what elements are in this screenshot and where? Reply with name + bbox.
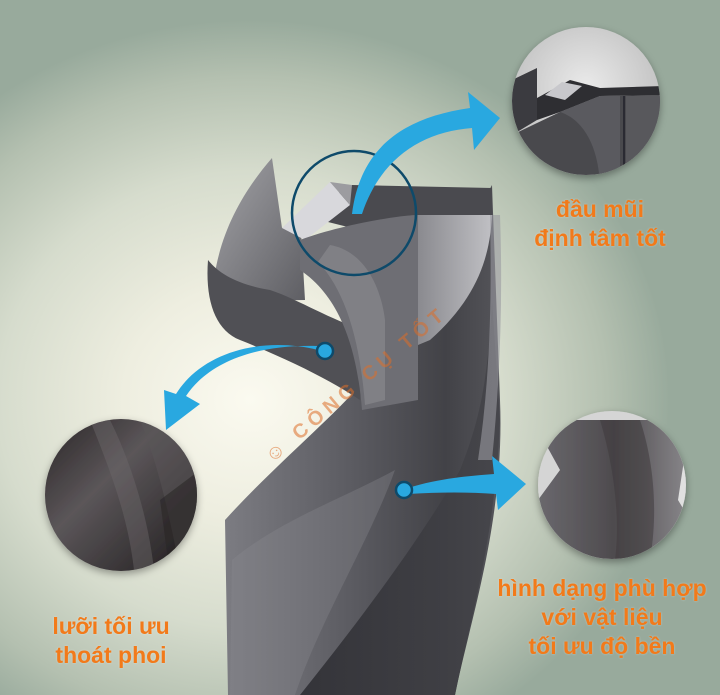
drill-body	[207, 158, 502, 695]
callout-line: hình dạng phù hợp	[497, 575, 707, 601]
callout-label-tip: đầu mũi định tâm tốt	[530, 195, 670, 253]
inset-body-closeup	[538, 411, 686, 559]
callout-line: với vật liệu	[541, 604, 663, 630]
inset-tip-closeup	[512, 27, 660, 175]
highlight-ring	[290, 149, 418, 277]
callout-line: lưỡi tối ưu	[52, 613, 170, 639]
marker-edge	[315, 341, 335, 361]
inset-flute-closeup	[45, 419, 197, 571]
callout-line: đầu mũi	[555, 196, 645, 222]
callout-line: tối ưu độ bền	[528, 633, 676, 659]
arrow-tip-icon	[352, 92, 500, 214]
marker-shape	[394, 480, 414, 500]
callout-line: định tâm tốt	[534, 225, 666, 251]
callout-label-edge: lưỡi tối ưu thoát phoi	[36, 612, 186, 670]
callout-label-shape: hình dạng phù hợp với vật liệu tối ưu độ…	[484, 574, 720, 661]
arrow-shape-icon	[408, 456, 526, 510]
callout-line: thoát phoi	[55, 642, 167, 668]
